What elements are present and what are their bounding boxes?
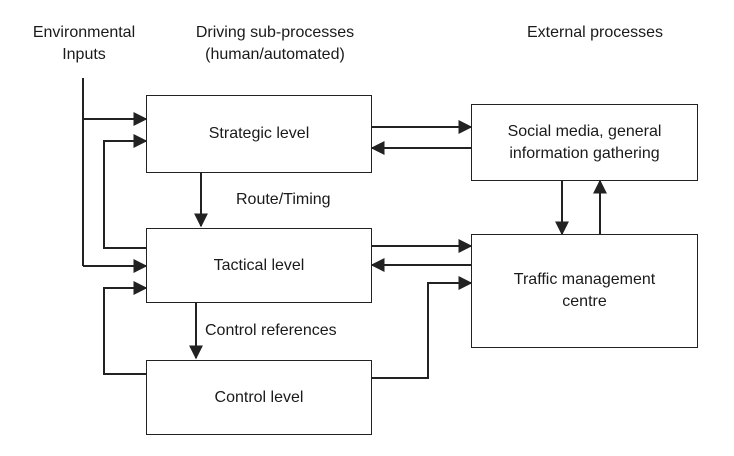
- traffic-management-label-line2: centre: [562, 293, 607, 310]
- traffic-management-label-line1: Traffic management: [513, 271, 656, 288]
- external-processes-header: External processes: [500, 22, 690, 44]
- control-to-tactical-feedback: [103, 281, 148, 375]
- control-level-label: Control level: [214, 388, 304, 406]
- environmental-header-line1: Environmental: [32, 24, 136, 41]
- environmental-inputs-header: Environmental Inputs: [14, 22, 154, 66]
- social-media-label-line1: Social media, general: [507, 122, 662, 140]
- environmental-header-line2: Inputs: [62, 46, 106, 63]
- control-level-box: Control level: [146, 360, 372, 435]
- strategic-level-box: Strategic level: [146, 95, 372, 173]
- social-media-label-line2: information gathering: [509, 144, 660, 162]
- tactical-level-label: Tactical level: [213, 256, 305, 274]
- strategic-level-label: Strategic level: [208, 125, 310, 142]
- driving-subprocesses-header: Driving sub-processes (human/automated): [172, 22, 378, 66]
- control-to-traffic-arrow: [372, 276, 473, 379]
- driving-header-line1: Driving sub-processes: [195, 24, 355, 41]
- tactical-level-box: Tactical level: [146, 228, 372, 303]
- driving-header-line2: (human/automated): [205, 46, 345, 63]
- route-timing-label: Route/Timing: [236, 191, 331, 208]
- external-header-text: External processes: [526, 24, 664, 41]
- traffic-management-box: Traffic management centre: [471, 234, 698, 348]
- social-media-box: Social media, general information gather…: [471, 104, 698, 181]
- tactical-to-strategic-feedback: [103, 134, 148, 249]
- control-references-label: Control references: [205, 322, 337, 339]
